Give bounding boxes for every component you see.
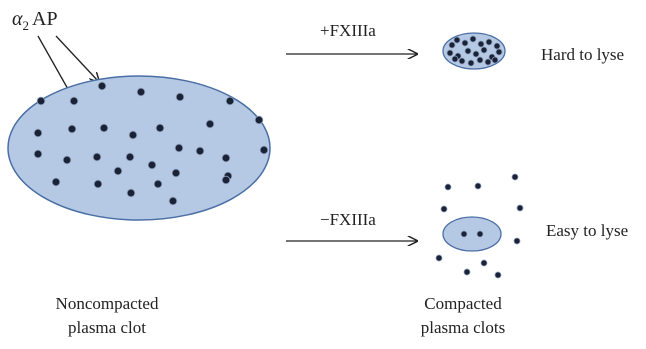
alpha2ap-dot [67, 124, 77, 134]
alpha2ap-dot [476, 230, 484, 238]
alpha2ap-dot [168, 196, 178, 206]
noncompacted-caption-line-1: Noncompacted [56, 294, 159, 313]
alpha2ap-dot [93, 179, 103, 189]
hard-to-lyse-label: Hard to lyse [541, 45, 624, 64]
alpha2ap-dot [147, 160, 157, 170]
alpha2ap-dot [254, 115, 264, 125]
alpha2ap-dot [225, 96, 235, 106]
alpha2ap-dot [493, 42, 501, 50]
alpha2ap-dot [448, 41, 456, 49]
alpha2ap-dot [36, 96, 46, 106]
alpha2ap-dot [99, 123, 109, 133]
alpha-symbol: α [12, 8, 23, 30]
alpha2ap-dot [33, 149, 43, 159]
minus-fxiiia-label: −FXIIIa [320, 210, 376, 229]
alpha2ap-dot [153, 179, 163, 189]
alpha2ap-dot [259, 145, 269, 155]
alpha2ap-dot [480, 46, 488, 54]
alpha2ap-dot [435, 254, 443, 262]
compacted-clot-easy [442, 216, 502, 252]
alpha2ap-dot [461, 39, 469, 47]
alpha2ap-dot [484, 58, 492, 66]
alpha2ap-dot [446, 49, 454, 57]
alpha2ap-dot [51, 177, 61, 187]
alpha2ap-dot [195, 146, 205, 156]
released-alpha2ap-dots [435, 173, 524, 279]
alpha2ap-dot [516, 204, 524, 212]
alpha2ap-dot [464, 47, 472, 55]
compacted-clot-hard-dots [446, 35, 503, 67]
alpha2ap-dot [458, 57, 466, 65]
alpha2ap-dot [513, 237, 521, 245]
alpha2ap-dot [476, 56, 484, 64]
alpha2ap-dot [451, 55, 459, 63]
alpha2ap-dot [174, 143, 184, 153]
alpha2ap-dot [113, 166, 123, 176]
alpha2ap-dot [495, 48, 503, 56]
alpha2ap-dot [444, 183, 452, 191]
alpha2ap-dot [485, 38, 493, 46]
alpha-suffix: AP [32, 8, 58, 30]
alpha2ap-dot [171, 168, 181, 178]
alpha2ap-dot [511, 173, 519, 181]
alpha2ap-dot [460, 230, 468, 238]
alpha2ap-dot [474, 182, 482, 190]
alpha2ap-dot [128, 130, 138, 140]
alpha2ap-dot [33, 128, 43, 138]
alpha2ap-dot [469, 35, 477, 43]
noncompacted-clot [7, 75, 271, 221]
noncompacted-clot-dots [33, 81, 269, 206]
compacted-caption-line-2: plasma clots [421, 318, 506, 337]
plus-fxiiia-label: +FXIIIa [320, 21, 376, 40]
alpha2ap-dot [477, 40, 485, 48]
alpha2ap-dot [125, 152, 135, 162]
alpha2ap-dot [467, 59, 475, 67]
alpha2ap-dot [491, 56, 499, 64]
alpha2ap-dot [155, 123, 165, 133]
alpha2ap-dot [453, 36, 461, 44]
alpha2ap-pointer-arrow-2 [55, 35, 99, 82]
alpha2ap-dot [472, 50, 480, 58]
alpha2ap-dot [175, 92, 185, 102]
alpha2ap-dot [136, 87, 146, 97]
alpha2ap-dot [97, 81, 107, 91]
alpha2ap-dot [480, 259, 488, 267]
compacted-caption-line-1: Compacted [424, 294, 502, 313]
alpha2ap-dot [463, 268, 471, 276]
alpha2ap-dot [440, 205, 448, 213]
alpha2ap-dot [221, 175, 231, 185]
alpha-subscript: 2 [23, 18, 30, 33]
alpha2ap-dot [92, 152, 102, 162]
alpha2ap-dot [126, 188, 136, 198]
noncompacted-caption-line-2: plasma clot [68, 318, 146, 337]
easy-to-lyse-label: Easy to lyse [546, 221, 628, 240]
alpha2ap-dot [62, 155, 72, 165]
alpha2ap-dot [494, 271, 502, 279]
alpha2ap-dot [205, 119, 215, 129]
alpha2ap-dot [69, 96, 79, 106]
alpha2ap-dot [221, 153, 231, 163]
